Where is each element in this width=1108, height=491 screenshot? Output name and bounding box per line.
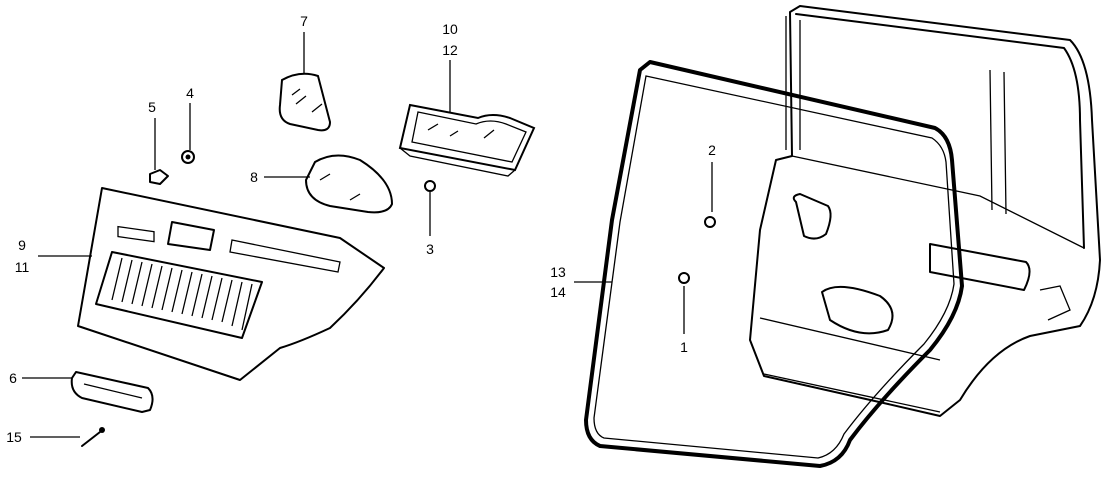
callout-6: 6 [9, 370, 17, 386]
callout-labels: 1 2 3 4 5 6 7 8 9 10 11 12 13 14 15 [6, 13, 716, 445]
callout-7: 7 [300, 13, 308, 29]
part-4-grommet [181, 103, 195, 164]
part-10-12-window-frame [398, 60, 536, 177]
rear-door-shell [749, 5, 1101, 417]
part-2-clip [704, 162, 716, 228]
callout-4: 4 [186, 85, 194, 101]
callout-3: 3 [426, 241, 434, 257]
callout-9: 9 [18, 237, 26, 253]
callout-10: 10 [442, 21, 458, 37]
part-5-clip [149, 118, 169, 185]
part-8-glass [264, 154, 394, 214]
part-3-plug [424, 180, 436, 236]
callout-12: 12 [442, 42, 458, 58]
callout-2: 2 [708, 142, 716, 158]
part-13-14-weatherstrip [574, 60, 964, 468]
callout-5: 5 [148, 99, 156, 115]
callout-15: 15 [6, 429, 22, 445]
callout-8: 8 [250, 169, 258, 185]
callout-1: 1 [680, 339, 688, 355]
callout-14: 14 [550, 284, 566, 300]
part-6-armrest-handle [22, 371, 154, 413]
callout-11: 11 [15, 259, 30, 275]
callout-13: 13 [550, 264, 566, 280]
part-15-screw [30, 427, 105, 447]
part-9-11-door-lining [38, 187, 385, 381]
part-1-clip [678, 272, 690, 334]
part-7-quarter-glass [278, 32, 332, 132]
